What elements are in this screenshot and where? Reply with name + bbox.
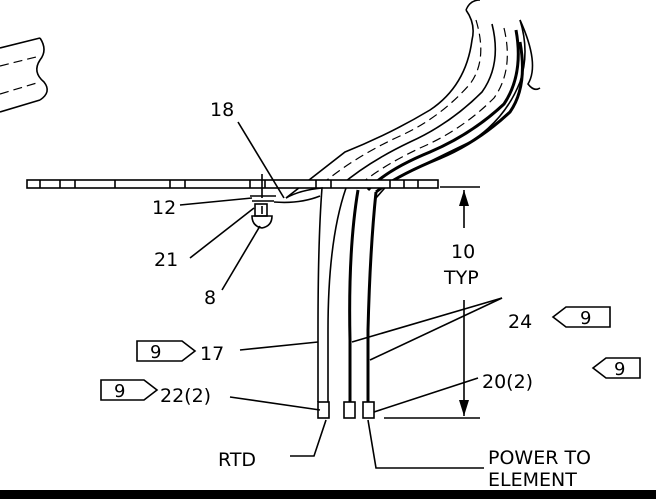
callout-17: 17 [200,343,224,365]
label-rtd: RTD [218,449,256,471]
callout-18: 18 [210,99,234,121]
callout-20: 20(2) [482,371,533,393]
cable-bundle [285,0,541,199]
mounting-plate [26,179,439,189]
flag-24-text: 9 [580,308,591,329]
flag-24: 9 [551,306,611,329]
callout-24: 24 [508,311,532,333]
terminal-blocks [317,401,375,419]
bottom-border [0,490,656,499]
flag-20-text: 9 [614,359,625,380]
wires [273,187,378,402]
dimension-typ: TYP [443,267,479,289]
dimension-10 [384,186,480,419]
flag-20: 9 [591,357,641,380]
dimension-value: 10 [451,241,475,263]
flag-17: 9 [136,340,197,363]
flag-22-text: 9 [114,381,125,402]
leader-lines [179,121,503,469]
callout-22: 22(2) [160,385,211,407]
flag-22: 9 [100,379,159,402]
fastener-assembly [250,174,276,229]
callout-21: 21 [154,249,178,271]
label-power-line2: ELEMENT [488,469,577,491]
flag-17-text: 9 [150,342,161,363]
callout-12: 12 [152,197,176,219]
callout-8: 8 [204,287,216,309]
label-power-line1: POWER TO [488,447,591,469]
pipe-fragment-left [0,37,48,113]
